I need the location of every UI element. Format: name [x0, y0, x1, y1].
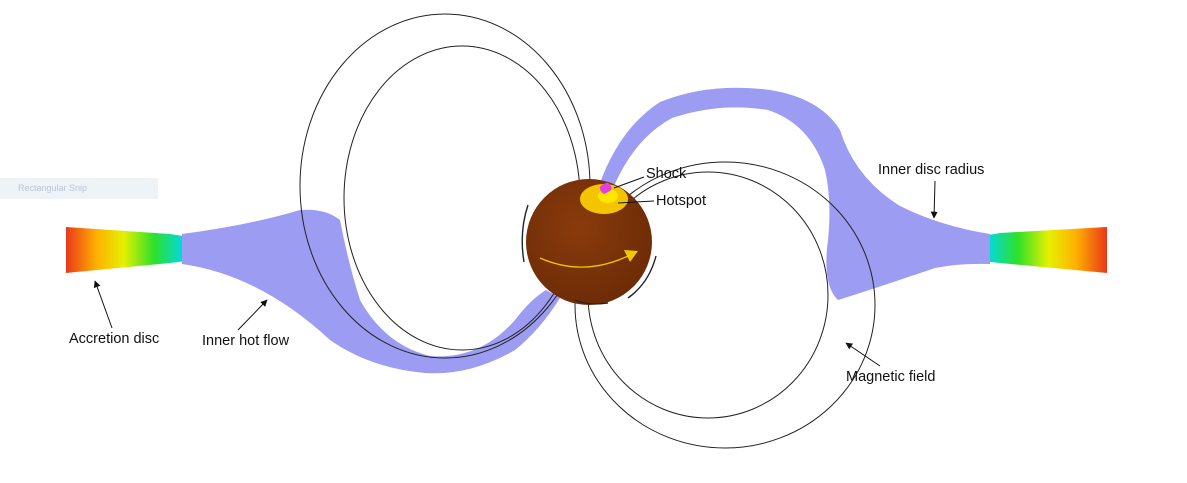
label-accretion-disc: Accretion disc: [69, 331, 159, 347]
rotation-arrow: [539, 250, 638, 268]
hotspot-pointer: [617, 200, 655, 204]
right-field-loop-outer: [574, 161, 876, 449]
label-hotspot: Hotspot: [656, 193, 706, 209]
label-pointers: [93, 176, 938, 367]
left-inner-hot-flow: [182, 209, 560, 374]
accretion-disc-pointer: [93, 280, 113, 329]
shock-marker: [599, 182, 612, 194]
inner-disc-radius-pointer: [930, 180, 938, 219]
shock-pointer: [613, 176, 645, 189]
neutron-star: [521, 179, 657, 305]
label-shock: Shock: [646, 166, 687, 182]
label-inner-disc-radius: Inner disc radius: [878, 162, 984, 178]
right-inner-hot-flow: [600, 87, 990, 300]
inner-hot-flow-pointer: [237, 299, 268, 331]
magnetic-field-pointer: [845, 342, 881, 367]
rectangular-snip-tag: Rectangular Snip: [0, 178, 158, 199]
label-magnetic-field: Magnetic field: [846, 369, 935, 385]
label-inner-hot-flow: Inner hot flow: [202, 333, 290, 349]
